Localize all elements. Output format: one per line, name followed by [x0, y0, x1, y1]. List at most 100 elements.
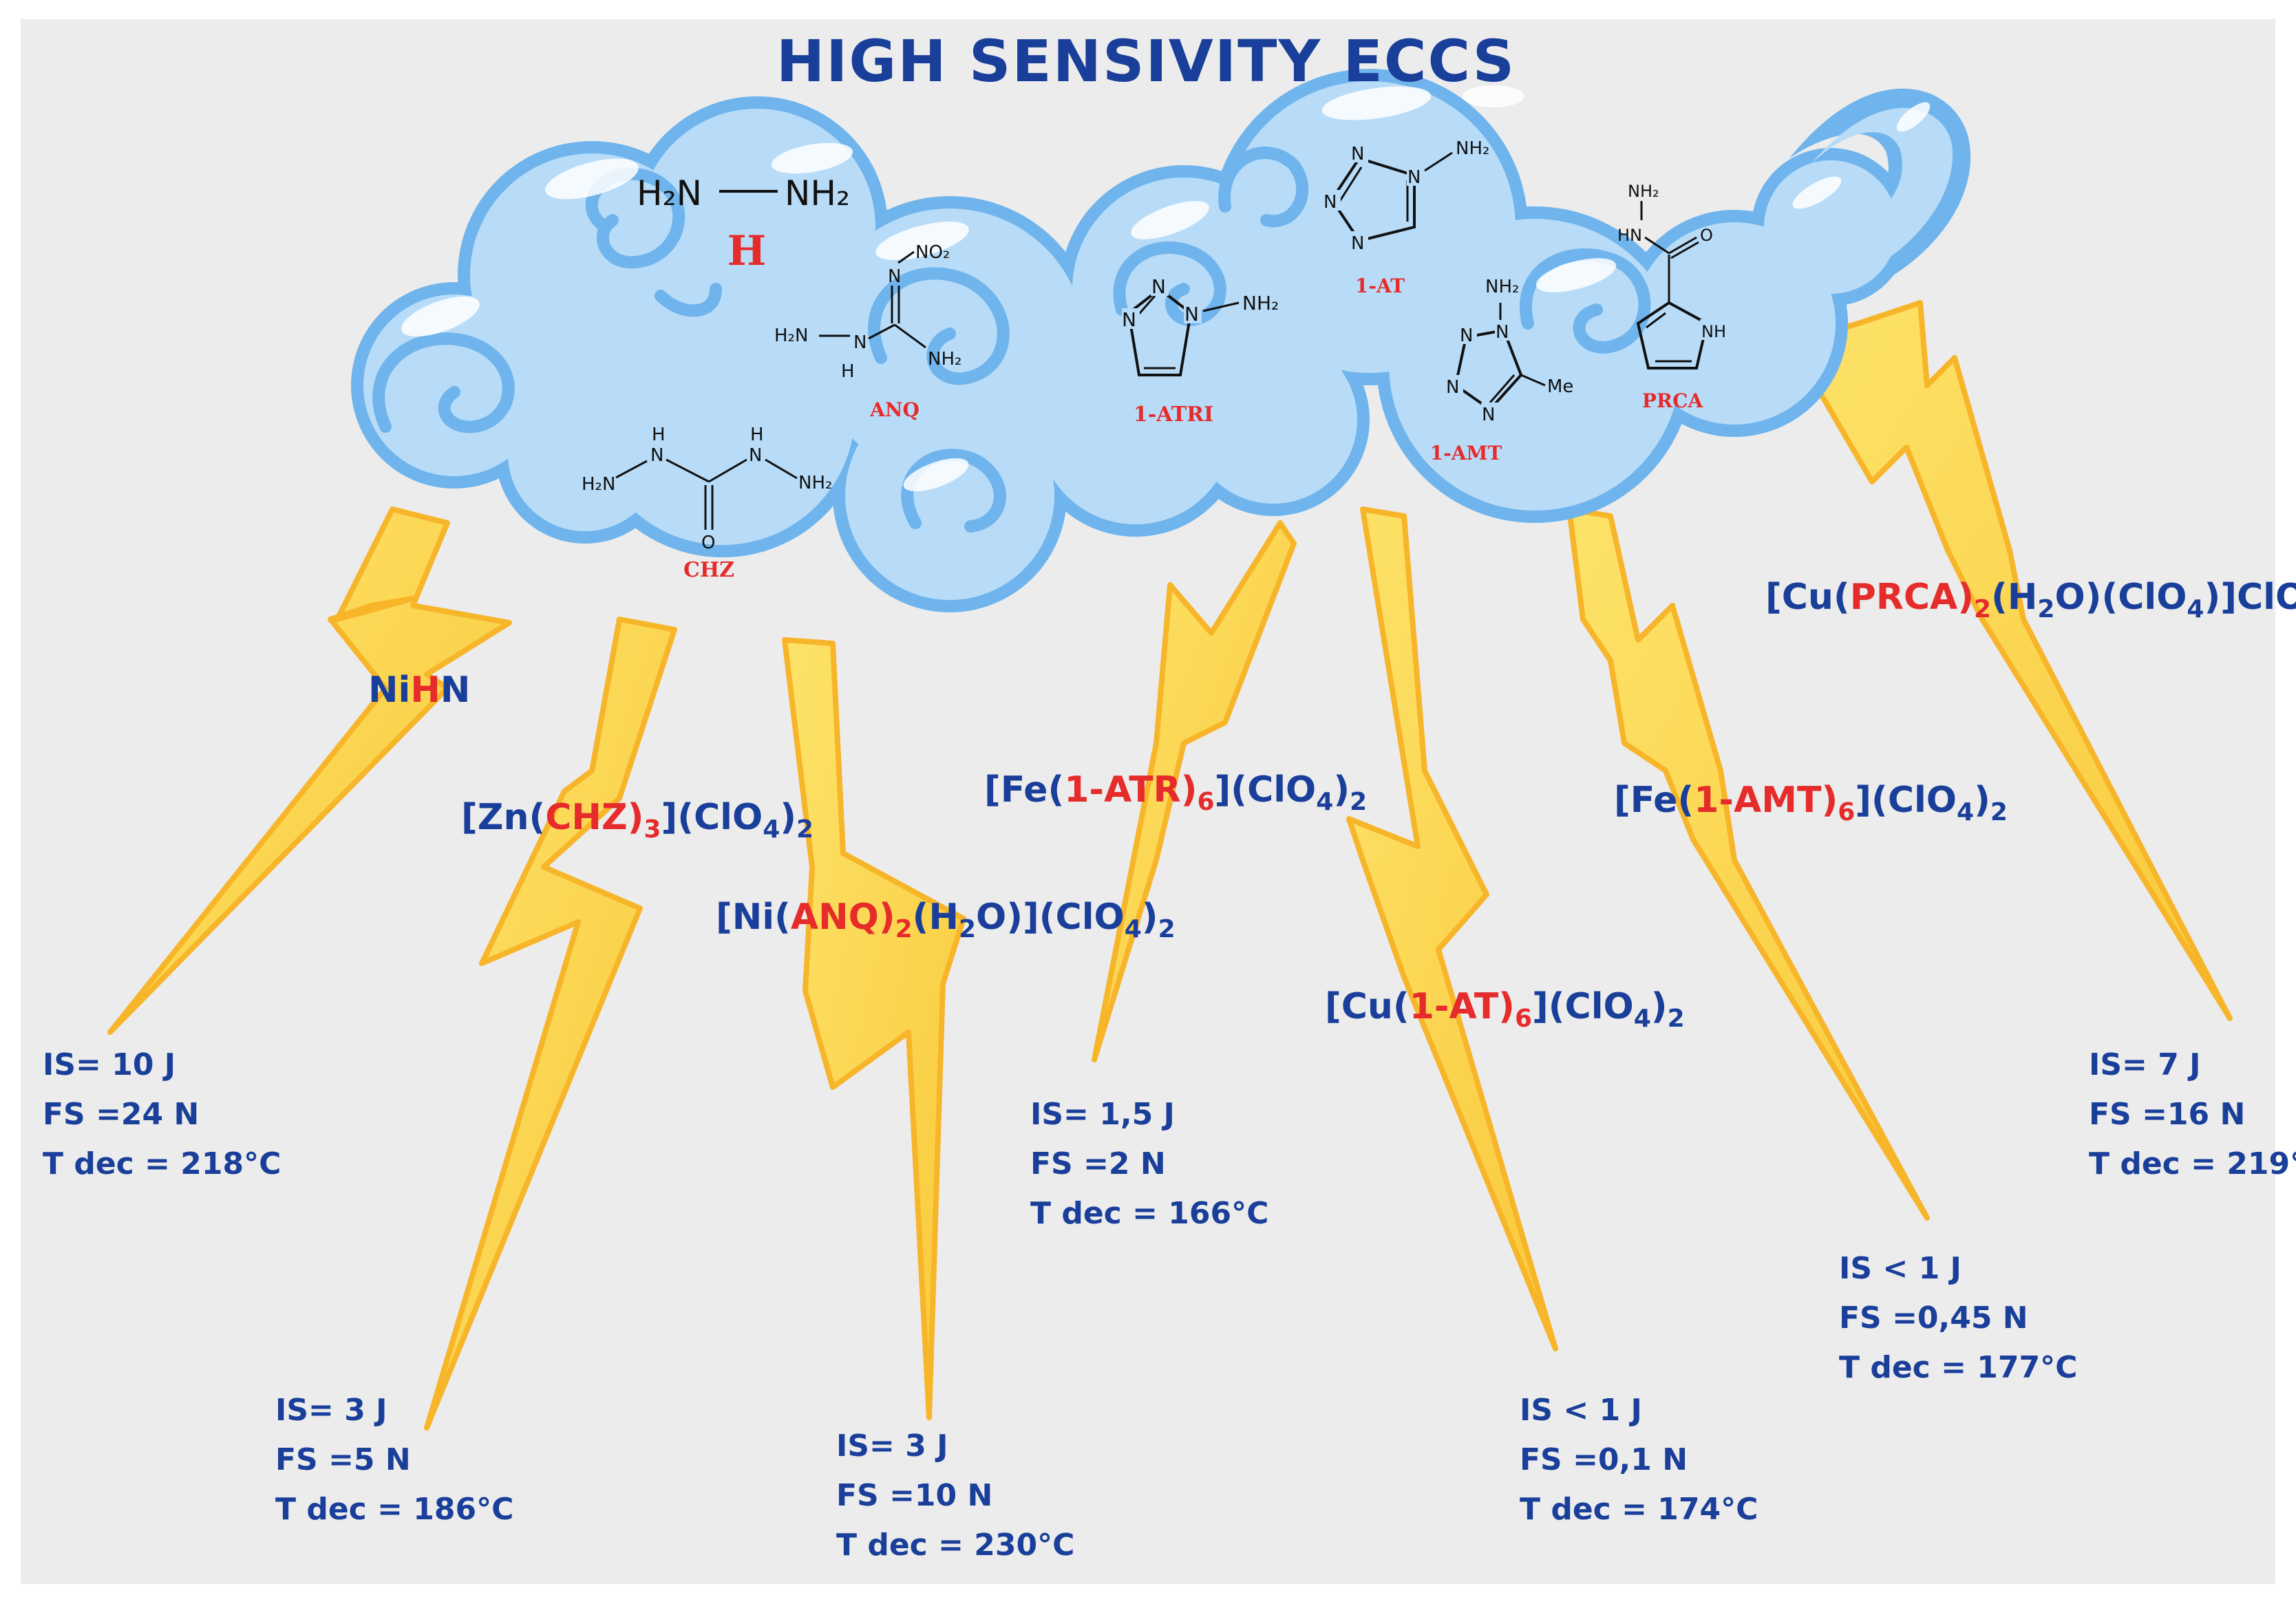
complex-label-part: 4 [1125, 915, 1142, 943]
complex-label-part: ](ClO [1215, 769, 1317, 811]
stat-tdec: T dec = 166°C [1030, 1196, 1268, 1231]
at-nh2: NH₂ [1456, 138, 1489, 159]
chz-h-right: H [750, 425, 764, 445]
complex-label-part: H [410, 670, 440, 711]
complex-label-part: ANQ [791, 897, 879, 938]
stats-fe-atr: IS= 1,5 J FS =2 N T dec = 166°C [1030, 1097, 1268, 1231]
at-n1: N [1351, 144, 1364, 164]
complex-label-part: ](ClO [1855, 780, 1957, 821]
complex-label-part: 3 [644, 815, 661, 844]
prca-label: PRCA [1642, 389, 1704, 412]
amt-nh2: NH₂ [1485, 277, 1519, 297]
anq-h: H [841, 361, 855, 382]
stat-fs: FS =0,1 N [1520, 1442, 1688, 1477]
complex-label-part: 4 [1634, 1005, 1651, 1033]
stat-is: IS < 1 J [1839, 1251, 1962, 1286]
complex-label-part: ) [780, 797, 796, 838]
stat-tdec: T dec = 218°C [43, 1146, 281, 1181]
atri-n1: N [1122, 308, 1136, 331]
complex-label-part: ) [1974, 780, 1990, 821]
lightning-bolt-cu-at [1346, 506, 1558, 1351]
chz-n-left: N [650, 445, 663, 466]
stats-cu-prca: IS= 7 J FS =16 N T dec = 219°C [2089, 1047, 2296, 1181]
anq-n1: N [888, 266, 901, 287]
atri-label: 1-ATRI [1134, 403, 1213, 427]
complex-label-fe-amt: [Fe(1-AMT)6](ClO4)2 [1614, 780, 2008, 826]
complex-label-part: (H [913, 897, 959, 938]
anq-n2: N [853, 332, 867, 353]
complex-label-part: 2 [1158, 915, 1176, 943]
stat-is: IS= 3 J [836, 1428, 948, 1464]
stat-fs: FS =16 N [2089, 1097, 2245, 1132]
lightning-bolt-fe-amt [1566, 506, 1930, 1221]
complex-label-fe-atr: [Fe(1-ATR)6](ClO4)2 [984, 769, 1367, 816]
ligand-1-amt: NH₂ N N N N Me 1-AMT [1430, 277, 1574, 464]
amt-n2: N [1496, 322, 1509, 343]
complex-label-part: CHZ [545, 797, 627, 838]
complex-label-part: ) [1957, 577, 1974, 618]
at-n2: N [1324, 192, 1337, 213]
complex-label-part: 2 [796, 815, 814, 844]
complex-label-part: N [440, 670, 471, 711]
prca-hn: HN [1617, 226, 1642, 245]
complex-label-part: ) [1651, 986, 1668, 1027]
chz-n-right: N [749, 445, 762, 466]
complex-label-part: O)](ClO [976, 897, 1125, 938]
complex-label-part: 6 [1838, 798, 1855, 826]
complex-label-part: 4 [763, 815, 780, 844]
lightning-bolts [107, 300, 2233, 1431]
anq-no2: NO₂ [915, 242, 950, 263]
ligand-1-at: N N N N NH₂ 1-AT [1323, 138, 1489, 297]
complex-label-part: 4 [1316, 788, 1333, 816]
h-atom-left: H₂N [637, 173, 702, 213]
amt-label: 1-AMT [1430, 442, 1502, 464]
complex-label-part: ) [1181, 769, 1198, 811]
chz-label: CHZ [683, 558, 734, 582]
anq-label: ANQ [869, 398, 920, 421]
complex-label-part: ) [628, 797, 644, 838]
chz-o: O [701, 533, 715, 553]
stat-fs: FS =10 N [836, 1478, 992, 1513]
complex-label-part: ) [1142, 897, 1158, 938]
complex-label-nihn: NiHN [368, 670, 470, 711]
complex-label-part: ](ClO [661, 797, 763, 838]
stat-is: IS= 3 J [275, 1393, 387, 1428]
complex-label-part: ) [1821, 780, 1838, 821]
complex-label-part: [Zn( [461, 797, 545, 838]
complex-label-cu-at: [Cu(1-AT)6](ClO4)2 [1325, 986, 1685, 1033]
lightning-bolt-ni-anq [782, 637, 966, 1420]
at-n3: N [1351, 233, 1364, 254]
ligand-chz: H₂N N H O N H NH₂ CHZ [582, 425, 832, 582]
complex-label-part: 2 [1990, 798, 2008, 826]
complex-label-part: [Ni( [716, 897, 791, 938]
complex-label-part: [Fe( [984, 769, 1064, 811]
chz-h-left: H [652, 425, 666, 445]
complex-label-part: [Fe( [1614, 780, 1694, 821]
stat-is: IS= 1,5 J [1030, 1097, 1175, 1132]
lightning-bolt-nihn [107, 506, 512, 1035]
h-label: H [727, 227, 767, 275]
stats-ni-anq: IS= 3 J FS =10 N T dec = 230°C [836, 1428, 1074, 1563]
lightning-bolt-cu-prca [1787, 300, 2233, 1021]
prca-o: O [1700, 226, 1713, 245]
complex-label-part: 2 [895, 915, 913, 943]
complex-label-part: )]ClO [2204, 577, 2296, 618]
h-atom-right: NH₂ [785, 173, 850, 213]
complex-label-part: 2 [959, 915, 976, 943]
complex-label-part: 2 [2037, 595, 2054, 623]
complex-label-cu-prca: [Cu(PRCA)2(H2O)(ClO4)]ClO4 [1765, 577, 2296, 623]
prca-nh: NH [1701, 322, 1726, 341]
atri-n2: N [1151, 275, 1166, 298]
amt-me: Me [1547, 376, 1573, 397]
complex-label-part: PRCA [1850, 577, 1958, 618]
ligand-1-atri: N N N NH₂ 1-ATRI [1122, 275, 1279, 427]
complex-label-part: ) [1498, 986, 1515, 1027]
stat-tdec: T dec = 230°C [836, 1528, 1074, 1563]
complex-label-part: 6 [1515, 1005, 1532, 1033]
complex-label-part: ) [879, 897, 895, 938]
at-n4: N [1407, 167, 1421, 188]
stat-fs: FS =2 N [1030, 1146, 1166, 1181]
chz-h2n: H₂N [582, 474, 615, 495]
